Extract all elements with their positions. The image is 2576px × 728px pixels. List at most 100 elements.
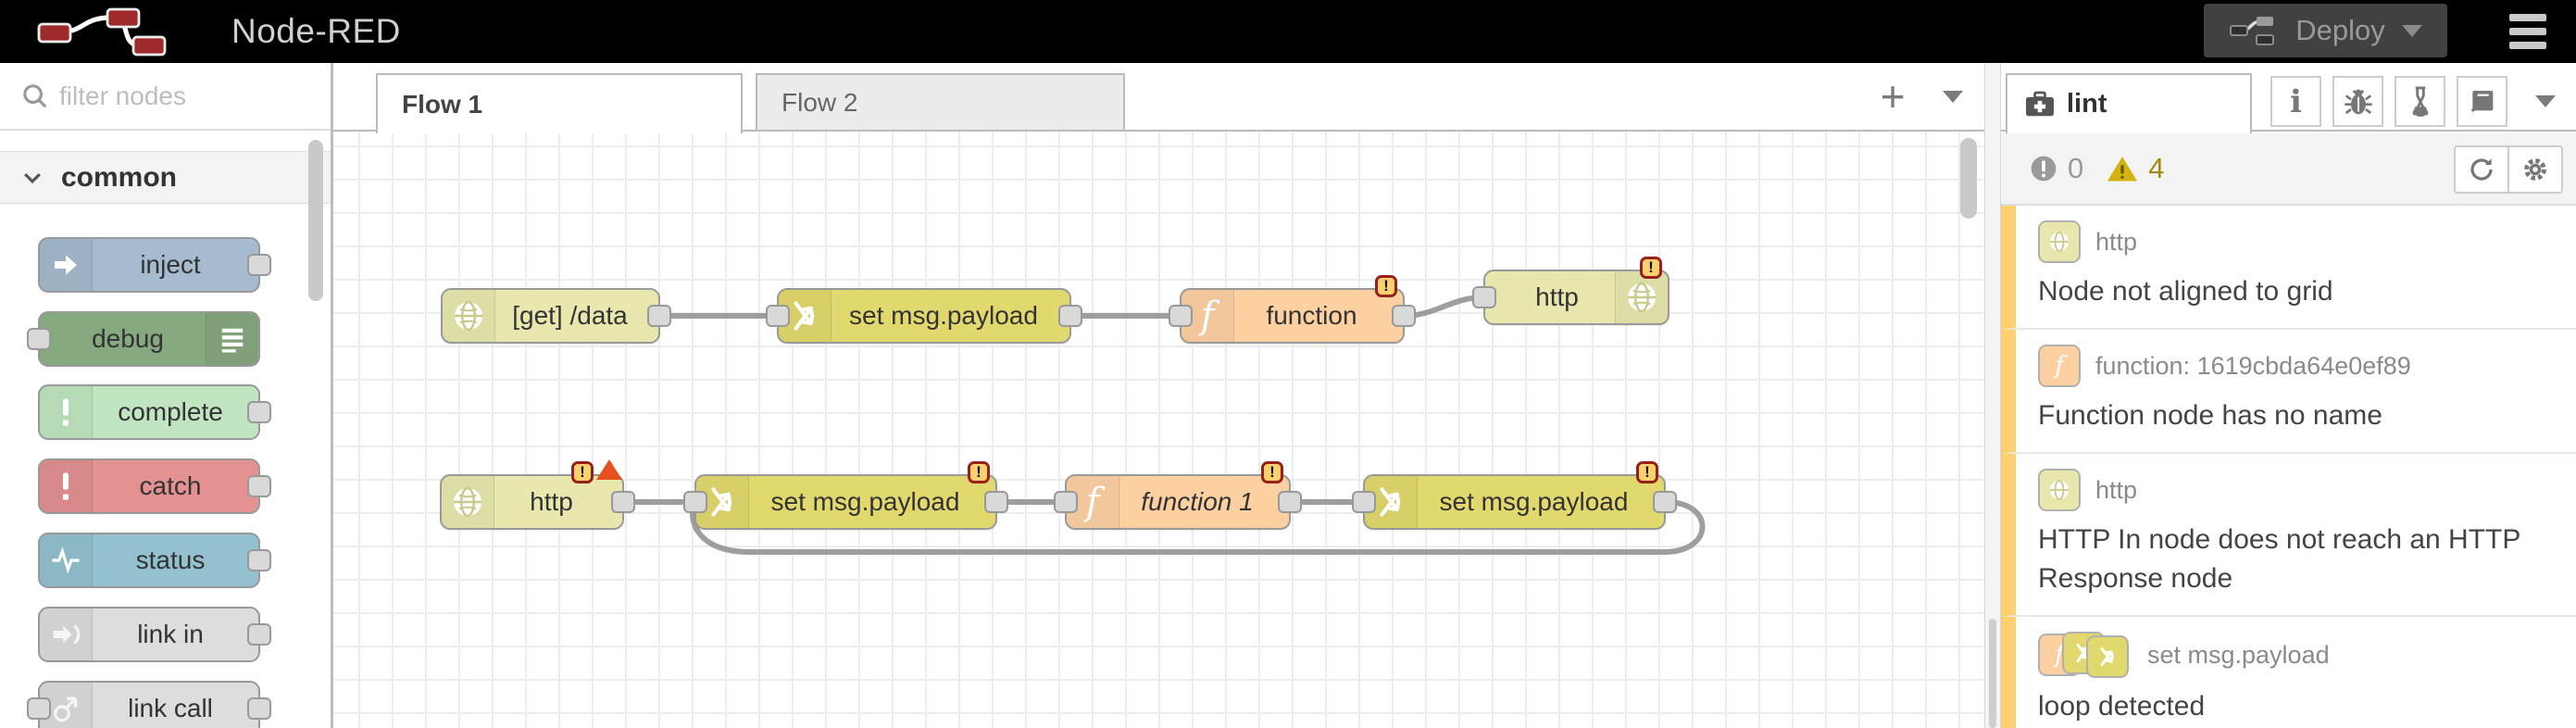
palette-category-common[interactable]: common [0,151,331,204]
globe-icon [1615,271,1668,323]
input-port[interactable] [766,305,790,327]
node-label: set msg.payload [1439,487,1629,516]
palette-scrollbar[interactable] [308,140,323,301]
canvas-scrollbar[interactable] [1960,138,1977,219]
output-port[interactable] [1058,305,1082,327]
output-port[interactable] [247,697,271,720]
palette-node-label: inject [140,250,201,279]
debug-icon [206,313,258,365]
node-red-logo: Node-RED [37,6,401,56]
flow-node-change-3[interactable]: set msg.payload ! [1352,461,1677,530]
flask-icon [2412,86,2428,117]
input-port[interactable] [1472,286,1496,308]
sidebar-splitter[interactable] [1984,63,2001,728]
input-port[interactable] [27,697,51,720]
test-tab-button[interactable] [2395,76,2445,127]
output-port[interactable] [247,475,271,497]
node-label: set msg.payload [770,487,960,516]
lint-node-name: http [2095,475,2138,504]
flow-list-caret-icon[interactable] [1943,91,1963,103]
palette-node-link-call[interactable]: link call [27,681,271,728]
tab-lint[interactable]: lint [2006,73,2252,133]
tab-label: Flow 1 [402,89,483,119]
deploy-icon [2230,17,2275,45]
input-port[interactable] [27,328,51,350]
flow-node-function-1[interactable]: f function 1 ! [1054,461,1302,530]
lint-issue[interactable]: f function: 1619cbda64e0ef89 Function no… [2001,330,2576,454]
output-port[interactable] [247,254,271,276]
palette-sidebar: common inject debug complete [0,63,333,728]
deploy-label: Deploy [2295,14,2385,46]
exclamation-icon [40,386,93,438]
lint-issue[interactable]: http HTTP In node does not reach an HTTP… [2001,454,2576,617]
lint-toolbar-buttons [2454,145,2563,194]
refresh-button[interactable] [2456,147,2507,192]
output-port[interactable] [1653,491,1677,513]
sidebar-tab-menu-button[interactable] [2520,76,2570,127]
gear-icon [2524,158,2546,181]
output-port[interactable] [611,491,635,513]
add-flow-button[interactable]: + [1880,72,1906,120]
palette-node-status[interactable]: status [38,533,271,588]
flow-node-http-in[interactable]: http ! [440,459,635,530]
palette-search-row [0,63,331,131]
palette-node-inject[interactable]: inject [38,237,271,293]
settings-button[interactable] [2507,147,2561,192]
input-port[interactable] [1054,491,1078,513]
lint-message: Function node has no name [2038,400,2382,431]
heartbeat-icon [40,534,93,586]
node-label: function 1 [1141,487,1254,516]
lint-node-name: function: 1619cbda64e0ef89 [2095,351,2411,380]
tab-label: Flow 2 [782,87,858,117]
warning-badge: ! [1640,257,1662,279]
output-port[interactable] [984,491,1008,513]
lint-message: HTTP In node does not reach an HTTP Resp… [2038,524,2520,594]
info-tab-button[interactable]: i [2270,76,2321,127]
lint-issue[interactable]: f [2001,617,2576,728]
palette-node-complete[interactable]: complete [38,384,271,440]
tab-flow-1[interactable]: Flow 1 [376,73,743,133]
flow-node-change-2[interactable]: set msg.payload ! [683,461,1008,530]
tab-lint-label: lint [2067,89,2107,119]
medkit-icon [2026,91,2054,116]
output-port[interactable] [247,549,271,571]
flow-node-http-in-get-data[interactable]: [get] /data [441,288,671,344]
flow-node-change-1[interactable]: set msg.payload [766,288,1082,344]
deploy-caret-icon[interactable] [2401,24,2422,37]
splitter-handle[interactable] [1989,619,1996,728]
palette-search-input[interactable] [57,80,311,112]
debug-tab-button[interactable] [2332,76,2383,127]
lint-message: Node not aligned to grid [2038,276,2333,307]
input-port[interactable] [1352,491,1376,513]
input-port[interactable] [1169,305,1193,327]
output-port[interactable] [647,305,671,327]
output-port[interactable] [1278,491,1302,513]
docs-tab-button[interactable] [2457,76,2507,127]
palette-node-label: complete [118,397,223,426]
globe-icon [442,476,494,528]
hamburger-bar [2509,42,2546,49]
flow-node-http-response[interactable]: http ! [1472,257,1669,325]
node-red-logo-icon [37,7,167,56]
sidebar-caret-icon [2534,95,2556,107]
wire-loop[interactable] [690,499,1706,555]
lint-node-name: http [2095,227,2138,256]
palette-node-link-in[interactable]: link in [38,607,271,662]
error-count-icon [2031,156,2057,182]
search-icon [23,83,47,107]
flow-canvas[interactable]: [get] /data set msg.payload f function [333,132,1984,728]
warning-count: 4 [2148,152,2165,184]
lint-issue[interactable]: http Node not aligned to grid [2001,206,2576,330]
palette-node-debug[interactable]: debug [27,311,260,367]
output-port[interactable] [247,401,271,423]
input-port[interactable] [683,491,707,513]
output-port[interactable] [247,623,271,646]
output-port[interactable] [1392,305,1416,327]
app-title: Node-RED [231,12,401,50]
http-node-icon [2038,220,2081,263]
tab-flow-2[interactable]: Flow 2 [756,73,1125,132]
palette-node-catch[interactable]: catch [38,458,271,514]
main-menu-button[interactable] [2509,14,2546,49]
deploy-button[interactable]: Deploy [2204,4,2447,57]
flow-node-function[interactable]: f function ! [1169,275,1416,344]
